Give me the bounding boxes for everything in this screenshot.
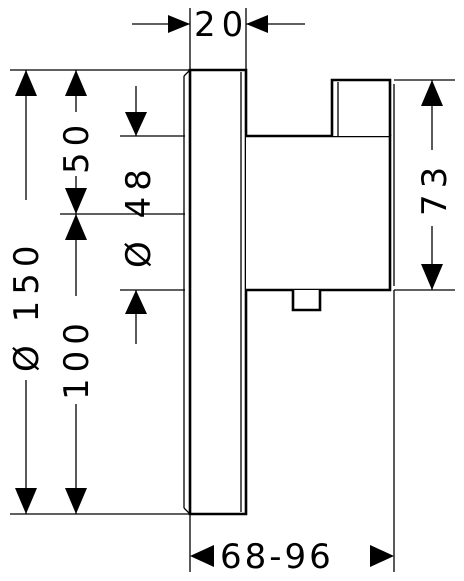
dim-inner-diameter: Ø 48	[119, 86, 159, 344]
dim-depth-top: 20	[132, 5, 305, 45]
dim-lower-height: 100	[57, 214, 97, 514]
dim-right-height: 73	[415, 80, 455, 290]
dim-right-height-label: 73	[415, 161, 455, 216]
dim-depth-bottom: 68-96	[190, 537, 394, 577]
thermostat-body	[246, 78, 395, 312]
dim-inner-diameter-label: Ø 48	[119, 163, 159, 268]
dim-upper-height-label: 50	[57, 119, 97, 174]
extension-lines	[10, 8, 455, 572]
dim-lower-height-label: 100	[57, 317, 97, 400]
dim-overall-height: Ø 150	[7, 70, 47, 514]
dim-depth-bottom-label: 68-96	[220, 537, 334, 577]
faceplate	[183, 68, 248, 516]
dim-depth-top-label: 20	[194, 5, 249, 45]
dim-overall-height-label: Ø 150	[7, 240, 47, 372]
dim-upper-height: 50	[57, 70, 97, 214]
